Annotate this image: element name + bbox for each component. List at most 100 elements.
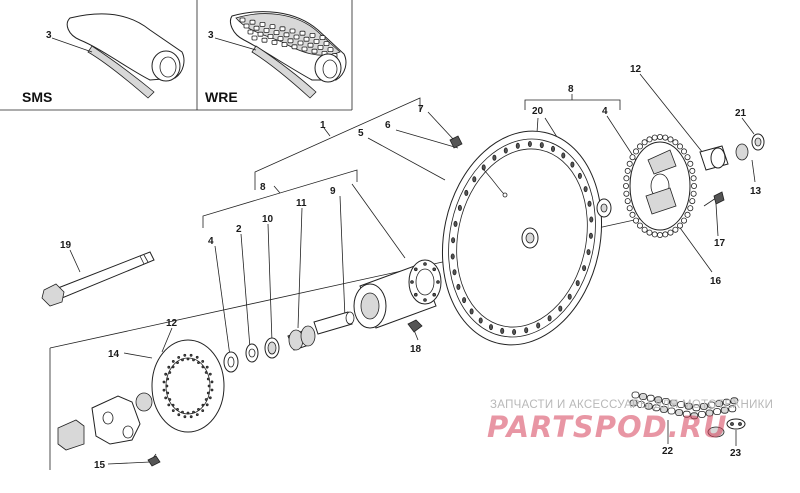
tread-knob (263, 27, 270, 33)
disc-vent-hole (162, 388, 166, 392)
sprocket-tooth (657, 231, 664, 238)
disc-vent-hole (171, 403, 175, 407)
rim-spoke-hole (527, 140, 532, 147)
rim-spoke-hole (503, 147, 508, 154)
rim-spoke-hole (492, 154, 497, 161)
disc-vent-hole (166, 377, 170, 381)
rim-spoke-hole (472, 176, 477, 183)
rim-spoke-hole (456, 283, 461, 290)
disc-vent-hole (201, 409, 205, 413)
disc-vent-hole (181, 410, 184, 414)
disc-vent-hole (177, 413, 181, 417)
callout-23: 23 (730, 448, 742, 459)
bolt (407, 319, 423, 333)
rim-spoke-hole (539, 142, 544, 149)
sprocket (623, 133, 698, 238)
tread-knob (247, 29, 254, 35)
sprocket-bolt (703, 191, 725, 207)
rim-spoke-hole (478, 317, 483, 324)
sprocket-tooth (691, 182, 698, 189)
sprocket-tooth (646, 136, 653, 143)
chain-link (690, 412, 699, 420)
disc-vent-hole (171, 359, 175, 363)
brake-disc (151, 339, 225, 433)
disc-vent-hole (204, 371, 208, 374)
tread-knob (287, 38, 294, 44)
chain-link (713, 408, 721, 416)
watermark-tagline: ЗАПЧАСТИ И АКСЕССУАРЫ ДЛЯ МОТОТЕХНИКИ (490, 399, 774, 411)
sprocket-tooth (651, 231, 658, 238)
rim-spoke-hole (587, 200, 592, 207)
tread-knob (319, 35, 326, 40)
chain-link (652, 404, 661, 412)
hub-flange-hole (423, 262, 427, 266)
variant-label-wre: WRE (205, 89, 238, 105)
sprocket-tooth (667, 229, 674, 236)
tread-knob (257, 31, 264, 37)
chain-link (700, 402, 708, 410)
tread-knob (261, 37, 268, 43)
callout-9: 9 (330, 186, 336, 197)
chain-link (669, 399, 678, 407)
sprocket-tooth (623, 190, 630, 197)
disc-vent-hole (166, 391, 170, 395)
disc-vent-hole (168, 398, 172, 401)
disc-vent-hole (208, 396, 212, 400)
rim-spoke-hole (500, 327, 505, 334)
sprocket-tooth (624, 167, 631, 174)
sprocket-tooth (684, 154, 691, 161)
rim-spoke-hole (524, 327, 529, 334)
disc-vent-hole (210, 380, 214, 384)
sprocket-tooth (633, 217, 640, 224)
rim-spoke-hole (583, 186, 588, 193)
callout-12-left: 12 (166, 318, 178, 329)
disc-vent-hole (195, 355, 199, 359)
chain-link (707, 401, 716, 409)
callout-5: 5 (358, 128, 364, 139)
chain-link (698, 410, 706, 418)
chain-link (637, 401, 645, 409)
sprocket-tooth (690, 190, 697, 197)
hub (353, 259, 442, 329)
rim-spoke-hole (547, 315, 552, 322)
hub-flange-hole (413, 267, 418, 272)
rim-spoke-hole (551, 145, 556, 152)
tread-knob (327, 47, 334, 52)
axle (41, 251, 155, 307)
tread-knob (281, 42, 288, 47)
callout-21: 21 (735, 108, 747, 119)
variant-label-sms: SMS (22, 89, 52, 105)
callout-15: 15 (94, 460, 106, 471)
disc-vent-hole (201, 403, 205, 407)
chain-link (644, 402, 653, 410)
tread-knob (269, 24, 276, 30)
sprocket-tooth (629, 211, 636, 218)
sprocket-tooth (687, 205, 694, 212)
sprocket-tooth (687, 160, 694, 167)
disc-vent-hole (192, 410, 195, 414)
tread-knob (311, 48, 318, 54)
sprocket-tooth (677, 222, 684, 229)
disc-vent-hole (164, 372, 168, 376)
rim-spoke-hole (464, 189, 469, 196)
sprocket-tooth (641, 139, 648, 146)
sprocket-tooth (662, 231, 669, 238)
wre-tire (230, 11, 347, 99)
rim-spoke-hole (512, 328, 517, 335)
tread-knob (251, 35, 258, 41)
callout-labels: 3 3 1 5 6 7 8 8 9 4 2 10 11 20 4 12 21 1… (46, 30, 762, 471)
sprocket-tooth (667, 136, 674, 143)
callout-19: 19 (60, 240, 72, 251)
caliper-bracket (57, 395, 161, 467)
hub-flange-hole (436, 280, 440, 284)
disc-vent-hole (176, 407, 179, 411)
tread-knob (273, 30, 280, 36)
hub-flange-hole (423, 298, 427, 302)
tire-variant-insets: SMS WRE (0, 0, 353, 111)
rim-spoke-hole (575, 280, 580, 287)
sprocket-tooth (623, 175, 630, 182)
chain-link (667, 407, 676, 415)
sprocket-tooth (633, 148, 640, 155)
disc-vent-hole (206, 377, 210, 381)
chain-link (692, 404, 701, 412)
